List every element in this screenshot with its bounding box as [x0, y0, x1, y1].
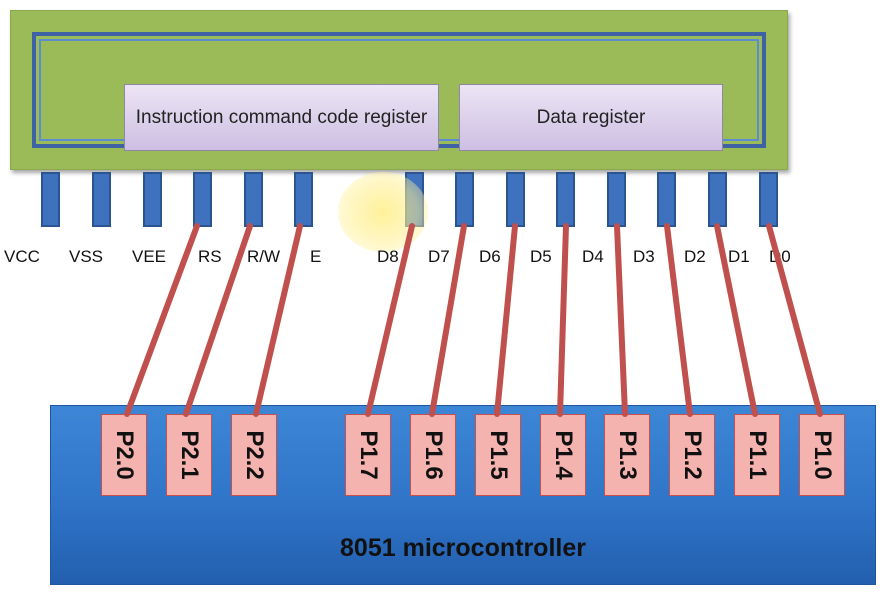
port-pin: P2.2 — [231, 414, 277, 496]
pin-label-d5: D5 — [530, 247, 552, 266]
wire-d2-p1-1 — [714, 223, 758, 417]
port-pin: P1.4 — [540, 414, 586, 496]
wire-d7-p1-6 — [429, 223, 467, 417]
port-pin: P1.3 — [604, 414, 650, 496]
data-register-label: Data register — [536, 107, 646, 128]
wire-rs-p2-0 — [124, 223, 200, 417]
pin-label-d7: D7 — [428, 247, 450, 266]
port-pin: P1.6 — [410, 414, 456, 496]
pin-label-d8: D8 — [377, 247, 399, 266]
wire-d3-p1-2 — [664, 223, 693, 417]
port-pin: P1.0 — [799, 414, 845, 496]
pin-vss — [92, 172, 111, 227]
pin-label-vee: VEE — [132, 247, 167, 266]
port-pin: P2.0 — [101, 414, 147, 496]
lcd-module: Instruction command code register Data r… — [10, 10, 788, 170]
port-pin: P1.7 — [345, 414, 391, 496]
wire-d1-p1-0 — [766, 223, 823, 417]
pin-vee — [143, 172, 162, 227]
microcontroller-title: 8051 microcontroller — [340, 534, 586, 562]
pin-rs — [193, 172, 212, 227]
pin-rw — [244, 172, 263, 227]
port-pin: P2.1 — [166, 414, 212, 496]
data-register-box: Data register — [459, 84, 723, 151]
wire-d6-p1-5 — [494, 223, 518, 417]
wire-rw-p2-1 — [183, 223, 253, 417]
wire-d5-p1-4 — [557, 223, 569, 417]
instruction-register-label: Instruction command code register — [135, 107, 428, 128]
cursor-highlight — [338, 172, 428, 252]
port-pin: P1.1 — [734, 414, 780, 496]
pin-label-vcc: VCC — [4, 247, 40, 266]
instruction-register-box: Instruction command code register — [124, 84, 439, 151]
lcd-controller-inner-frame: Instruction command code register Data r… — [39, 39, 759, 151]
pin-label-d4: D4 — [582, 247, 604, 266]
pin-label-d3: D3 — [633, 247, 655, 266]
pin-vcc — [41, 172, 60, 227]
wire-e-p2-2 — [253, 223, 303, 417]
port-pin: P1.2 — [669, 414, 715, 496]
pin-label-rw: R/W — [247, 247, 281, 266]
pin-label-vss: VSS — [69, 247, 104, 266]
pin-e — [294, 172, 313, 227]
pin-label-d2: D2 — [684, 247, 706, 266]
wire-d8-p1-7 — [365, 223, 415, 417]
pin-label-rs: RS — [198, 247, 222, 266]
lcd-controller-frame: Instruction command code register Data r… — [32, 32, 766, 151]
port-pin: P1.5 — [475, 414, 521, 496]
wire-d4-p1-3 — [614, 223, 628, 417]
pin-label-d6: D6 — [479, 247, 501, 266]
pin-label-d1: D1 — [728, 247, 750, 266]
pin-label-e: E — [310, 247, 322, 266]
